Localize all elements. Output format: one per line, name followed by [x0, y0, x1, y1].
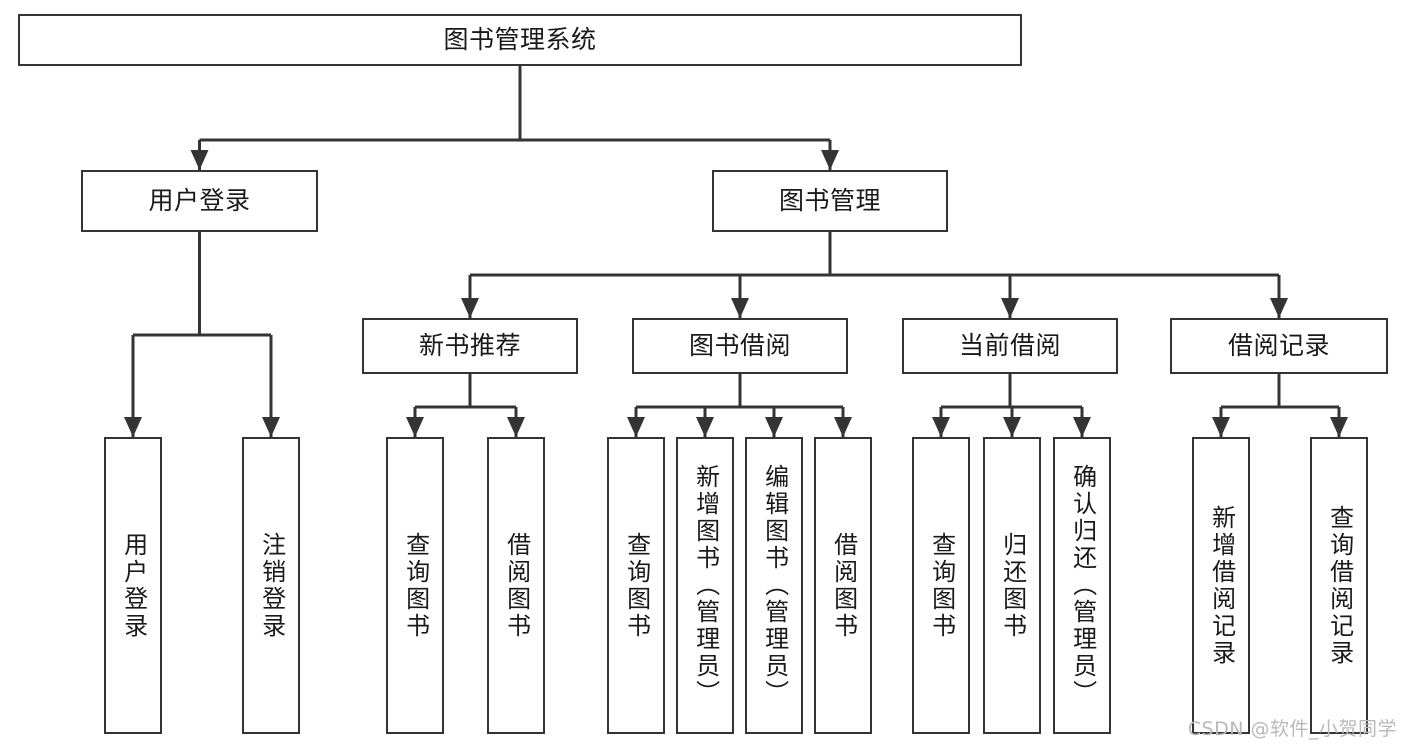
- node-leaf-user-logout[interactable]: 注销登录: [242, 437, 300, 734]
- node-label: 查询图书: [927, 531, 956, 640]
- node-root[interactable]: 图书管理系统: [18, 14, 1022, 66]
- node-label: 借阅图书: [829, 531, 858, 640]
- arrow-head-book_manage-3: [1270, 298, 1288, 318]
- watermark-text: CSDN @软件_小贺同学: [1187, 718, 1397, 740]
- node-borrow-record[interactable]: 借阅记录: [1170, 318, 1388, 374]
- node-label: 查询借阅记录: [1325, 504, 1354, 667]
- arrow-head-current_borrow-1: [1003, 417, 1021, 437]
- node-leaf-return-book[interactable]: 归还图书: [983, 437, 1041, 734]
- node-label: 用户登录: [148, 186, 251, 216]
- arrow-head-book_borrow-3: [834, 417, 852, 437]
- arrow-head-book_manage-1: [731, 298, 749, 318]
- node-leaf-query-record[interactable]: 查询借阅记录: [1310, 437, 1368, 734]
- arrow-head-book_manage-0: [461, 298, 479, 318]
- node-label: 新增图书（管理员）: [691, 464, 720, 707]
- arrow-head-borrow_record-0: [1212, 417, 1230, 437]
- node-book-borrow[interactable]: 图书借阅: [632, 318, 848, 374]
- node-leaf-edit-book[interactable]: 编辑图书（管理员）: [745, 437, 803, 734]
- node-label: 当前借阅: [958, 331, 1061, 361]
- node-leaf-query-book-1[interactable]: 查询图书: [386, 437, 444, 734]
- arrow-head-book_borrow-0: [627, 417, 645, 437]
- node-label: 图书借阅: [688, 331, 791, 361]
- arrow-head-user_login-0: [124, 417, 142, 437]
- node-leaf-query-book-3[interactable]: 查询图书: [912, 437, 970, 734]
- arrow-head-new_book_rec-0: [406, 417, 424, 437]
- node-label: 查询图书: [401, 531, 430, 640]
- node-label: 注销登录: [257, 531, 286, 640]
- node-label: 图书管理: [778, 186, 881, 216]
- arrow-head-user_login-1: [262, 417, 280, 437]
- node-label: 新书推荐: [418, 331, 521, 361]
- arrow-head-current_borrow-0: [932, 417, 950, 437]
- node-current-borrow[interactable]: 当前借阅: [902, 318, 1118, 374]
- node-label: 图书管理系统: [443, 25, 597, 55]
- node-leaf-borrow-book-2[interactable]: 借阅图书: [814, 437, 872, 734]
- arrow-head-book_borrow-1: [696, 417, 714, 437]
- arrow-head-borrow_record-1: [1330, 417, 1348, 437]
- node-new-book-rec[interactable]: 新书推荐: [362, 318, 578, 374]
- arrow-head-root-1: [821, 150, 839, 170]
- arrow-head-root-0: [190, 150, 209, 170]
- node-label: 查询图书: [622, 531, 651, 640]
- node-book-manage[interactable]: 图书管理: [712, 170, 948, 232]
- node-leaf-user-login[interactable]: 用户登录: [104, 437, 162, 734]
- node-leaf-add-book[interactable]: 新增图书（管理员）: [676, 437, 734, 734]
- node-label: 确认归还（管理员）: [1068, 464, 1097, 707]
- node-label: 编辑图书（管理员）: [760, 464, 789, 707]
- arrow-head-book_borrow-2: [765, 417, 783, 437]
- arrow-head-current_borrow-2: [1073, 417, 1091, 437]
- node-user-login[interactable]: 用户登录: [81, 170, 318, 232]
- node-leaf-query-book-2[interactable]: 查询图书: [607, 437, 665, 734]
- node-leaf-borrow-book-1[interactable]: 借阅图书: [487, 437, 545, 734]
- arrow-head-new_book_rec-1: [507, 417, 525, 437]
- node-label: 新增借阅记录: [1207, 504, 1236, 667]
- node-label: 归还图书: [998, 531, 1027, 640]
- node-leaf-confirm-return[interactable]: 确认归还（管理员）: [1053, 437, 1111, 734]
- node-label: 用户登录: [119, 531, 148, 640]
- arrow-head-book_manage-2: [1001, 298, 1019, 318]
- node-label: 借阅图书: [502, 531, 531, 640]
- node-label: 借阅记录: [1227, 331, 1330, 361]
- node-leaf-add-record[interactable]: 新增借阅记录: [1192, 437, 1250, 734]
